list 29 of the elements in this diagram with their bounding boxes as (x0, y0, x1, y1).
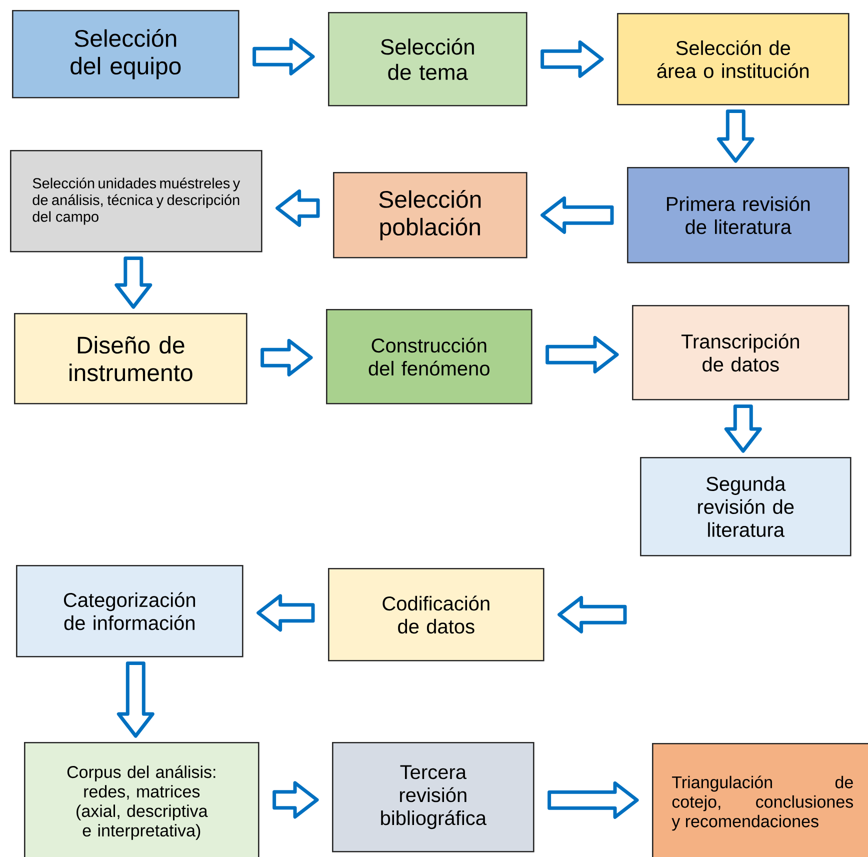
process-box: Diseño de instrumento (14, 313, 248, 404)
block-arrow (716, 110, 754, 163)
block-arrow (116, 662, 154, 738)
process-box: Selección de tema (328, 12, 528, 106)
block-arrow (260, 338, 313, 376)
process-box: Categorización de información (16, 565, 244, 658)
process-box: Segunda revisión de literatura (640, 457, 852, 556)
block-arrow (724, 404, 762, 453)
block-arrow (558, 596, 627, 634)
block-arrow (276, 189, 320, 227)
process-box: Selección del equipo (12, 10, 240, 98)
block-arrow (114, 256, 152, 309)
block-arrow (540, 196, 614, 234)
process-box: Triangulación de cotejo, conclusiones y recomendaciones (652, 743, 868, 857)
process-box: Selección de área o institución (617, 13, 850, 106)
block-arrow (540, 40, 604, 78)
block-arrow (546, 336, 619, 374)
process-box: Codificación de datos (328, 568, 544, 662)
block-arrow (256, 594, 315, 632)
process-box: Construcción del fenómeno (326, 309, 532, 404)
process-box: Selección unidades muéstreles y de análisis, técnica y descripción del campo (10, 150, 262, 252)
process-box: Corpus del análisis: redes, matrices (axial, descriptiva e interpretativa) (24, 742, 260, 857)
process-box: Transcripción de datos (632, 305, 850, 400)
process-box: Tercera revisión bibliográfica (332, 742, 534, 852)
process-box: Primera revisión de literatura (627, 167, 850, 264)
block-arrow (272, 781, 319, 819)
block-arrow (252, 38, 315, 76)
block-arrow (548, 781, 639, 819)
process-box: Selección población (333, 172, 528, 258)
